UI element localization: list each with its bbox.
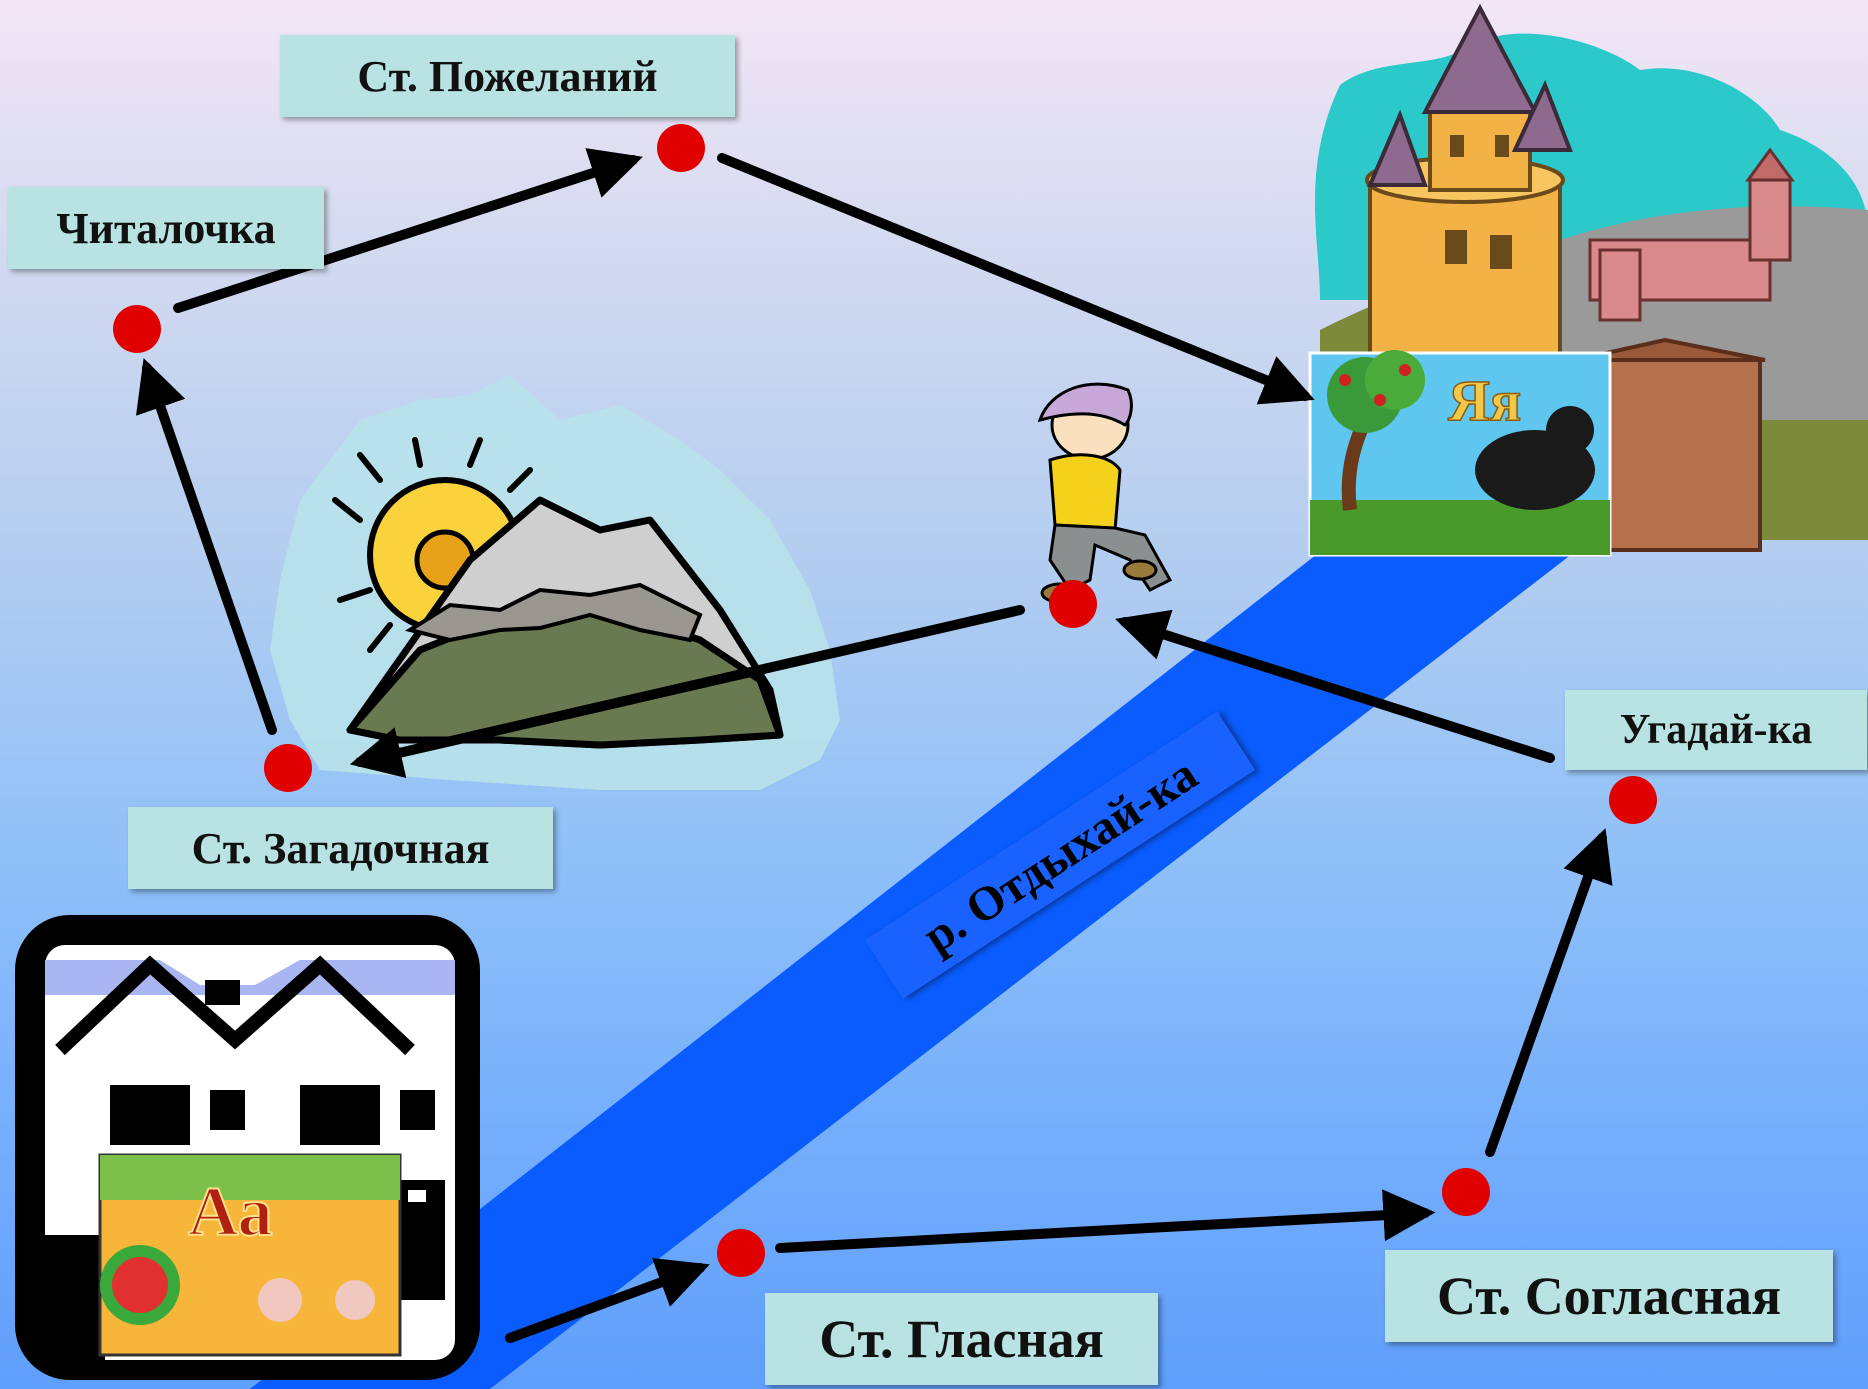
start-card: Аа [98, 1153, 402, 1357]
mountain-sun-illustration [270, 375, 840, 790]
dot-boy [1049, 580, 1097, 628]
arrow-pozhelaniy-to-castle [717, 153, 1315, 405]
arrow-ugadayka-to-boy [1115, 609, 1555, 763]
arrow-soglasnaya-to-ugadayka [1485, 828, 1613, 1157]
station-label-soglasnaya: Ст. Согласная [1385, 1250, 1833, 1342]
station-label-ugadayka: Угадай-ка [1565, 690, 1867, 770]
castle-illustration [1315, 3, 1868, 552]
station-dots [113, 124, 1657, 1277]
arrow-glasnaya-to-soglasnaya [775, 1189, 1436, 1253]
dot-pozhelaniy [657, 124, 705, 172]
boy-illustration [1037, 382, 1173, 604]
dot-chitalochka [113, 305, 161, 353]
arrow-chitalochka-to-pozhelaniy [173, 148, 643, 313]
arrow-zagadochnaya-to-chitalochka [136, 358, 277, 735]
dot-ugadayka [1609, 776, 1657, 824]
station-label-chitalochka: Читалочка [8, 187, 324, 269]
finish-card: Яя [1308, 350, 1612, 557]
finish-card-letters: Яя [1448, 368, 1521, 433]
start-card-letters: Аа [188, 1174, 273, 1251]
dot-zagadochnaya [264, 744, 312, 792]
arrow-start-to-glasnaya [505, 1257, 710, 1343]
dot-soglasnaya [1442, 1168, 1490, 1216]
arrow-boy-to-zagadochnaya [349, 605, 1025, 779]
station-label-zagadochnaya: Ст. Загадочная [128, 807, 553, 889]
station-label-pozhelaniy: Ст. Пожеланий [280, 35, 735, 117]
dot-glasnaya [717, 1229, 765, 1277]
route-arrows [136, 148, 1613, 1343]
station-label-glasnaya: Ст. Гласная [765, 1293, 1158, 1385]
